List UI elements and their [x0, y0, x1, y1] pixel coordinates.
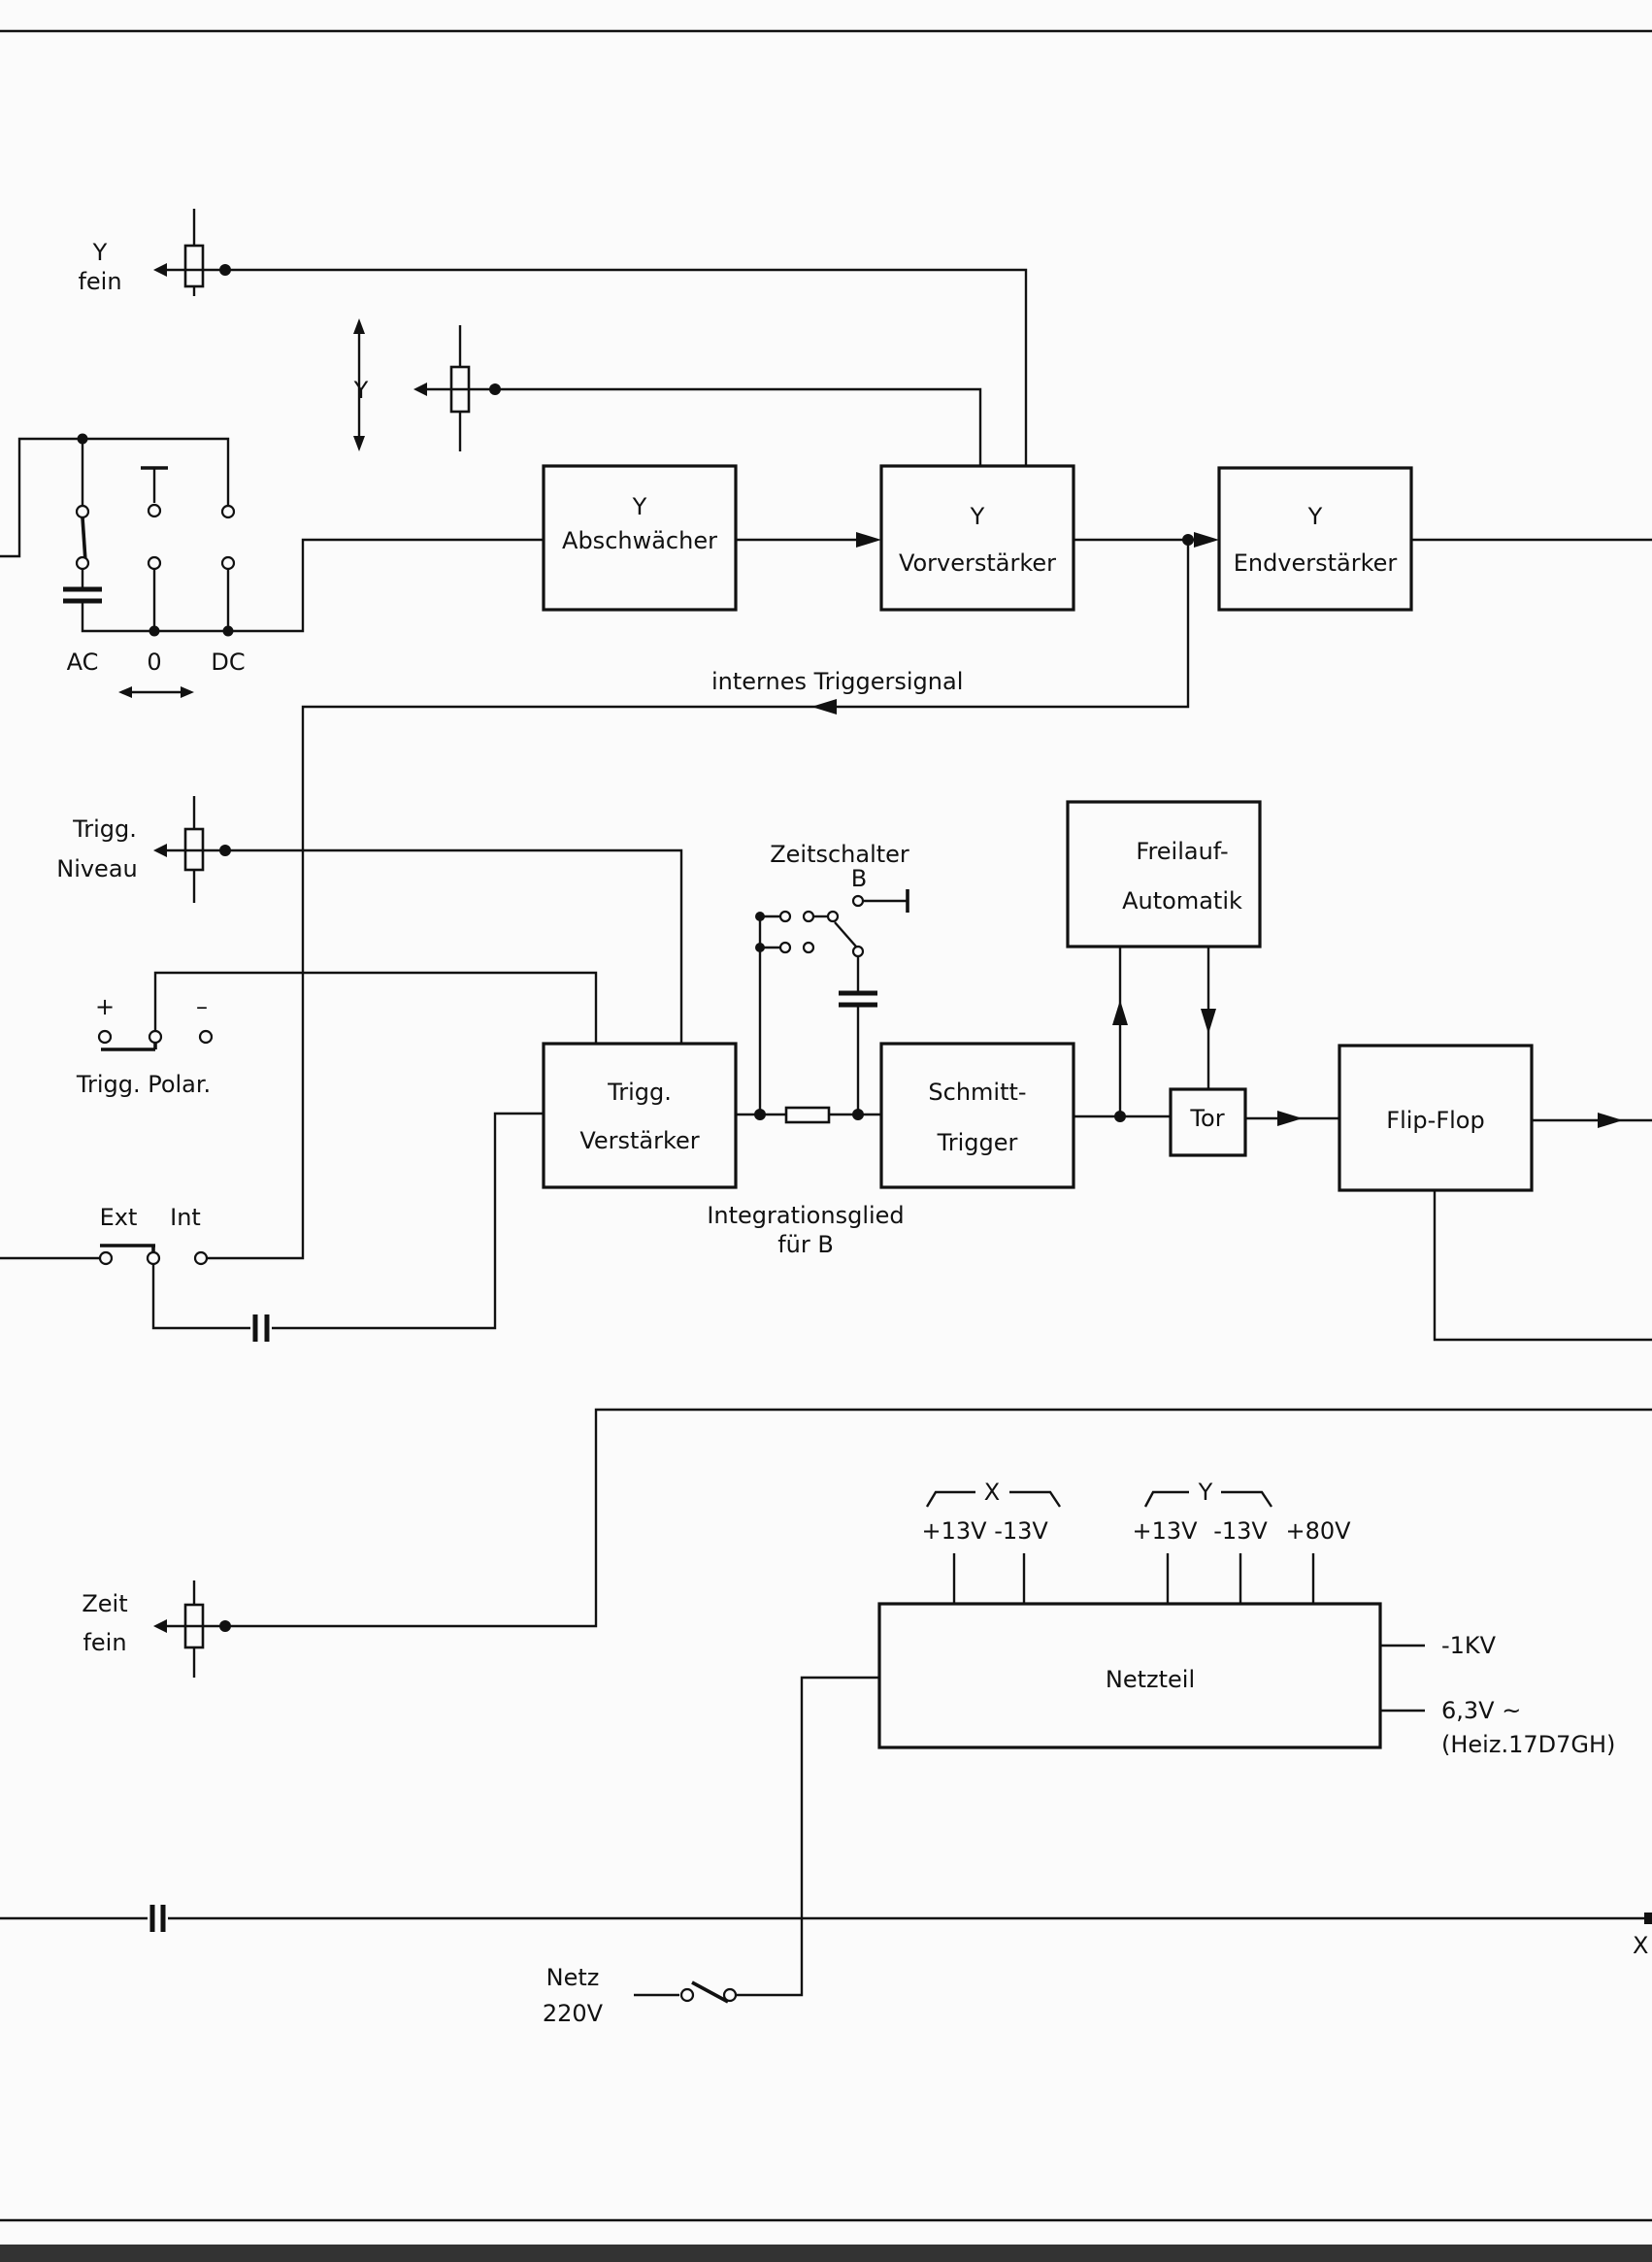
flip-flop-output-arrow [1598, 1113, 1623, 1128]
trigg-polarity-switch [97, 971, 598, 1051]
y-voltage-bracket [1143, 1490, 1272, 1508]
y-fein-label-2: fein [78, 268, 121, 295]
y-position-potentiometer [413, 325, 501, 451]
ext-int-switch [0, 1112, 544, 1342]
y-abschwaecher-label-2: Abschwächer [562, 527, 717, 554]
y-abschwaecher-label-1: Y [632, 493, 647, 520]
y-fein-wire [225, 268, 1028, 466]
dc-label: DC [211, 649, 245, 676]
schmitt-trigger-label-2: Trigger [937, 1129, 1018, 1156]
tor-label: Tor [1189, 1105, 1224, 1132]
zeit-fein-potentiometer [153, 1580, 231, 1678]
integrationsglied-label-1: Integrationsglied [707, 1202, 904, 1229]
input-coupling-switch [0, 433, 544, 698]
zeitschalter-b-switch [755, 889, 909, 1114]
y-vorverstaerker-label-2: Vorverstärker [899, 549, 1056, 577]
heater-label-2: (Heiz.17D7GH) [1441, 1731, 1615, 1758]
integrationsglied [736, 1106, 881, 1124]
tor-box [1169, 1087, 1247, 1157]
y-minus13v-label: -13V [1213, 1517, 1268, 1545]
ext-label: Ext [100, 1204, 138, 1231]
minus-label: – [196, 993, 208, 1020]
supply-rail-wires [952, 1553, 1315, 1604]
internal-trigger-label: internes Triggersignal [711, 668, 963, 695]
trigg-niveau-wire [225, 848, 683, 1044]
x-output-line [0, 1905, 1652, 1932]
y-fein-potentiometer [153, 209, 231, 296]
x-minus13v-label: -13V [994, 1517, 1048, 1545]
y-abschwaecher-box [542, 464, 738, 612]
y-position-wire [495, 387, 982, 466]
freilauf-label-2: Automatik [1122, 887, 1242, 915]
y-vorverstaerker-label-1: Y [970, 503, 985, 530]
y-plus13v-label: +13V [1132, 1517, 1198, 1545]
zero-label: 0 [147, 649, 161, 676]
netz-label-2: 220V [543, 2000, 604, 2027]
trigg-verstaerker-label-1: Trigg. [607, 1079, 672, 1106]
mains-switch [634, 1676, 879, 2004]
ac-label: AC [67, 649, 99, 676]
y-bracket-label: Y [1198, 1479, 1213, 1506]
x-output-label: X [1633, 1932, 1648, 1959]
y-endverstaerker-label-2: Endverstärker [1234, 549, 1398, 577]
bottom-edge-band [0, 2245, 1652, 2262]
trigg-niveau-label-1: Trigg. [72, 815, 137, 843]
y-position-arrows [353, 318, 365, 451]
y-fein-label-1: Y [92, 239, 108, 266]
zeit-fein-label-1: Zeit [82, 1590, 127, 1617]
x-plus13v-label: +13V [921, 1517, 987, 1545]
abschw-to-vorv-arrow [856, 532, 881, 548]
schmitt-trigger-label-1: Schmitt- [928, 1079, 1026, 1106]
freilauf-label-1: Freilauf- [1136, 838, 1228, 865]
plus-label: + [95, 993, 115, 1020]
trigg-verstaerker-label-2: Verstärker [579, 1127, 699, 1154]
flip-flop-label: Flip-Flop [1386, 1107, 1484, 1134]
heater-label-1: 6,3V ~ [1441, 1697, 1521, 1724]
integrationsglied-label-2: für B [777, 1231, 834, 1258]
netzteil-label: Netzteil [1106, 1666, 1195, 1693]
zeitschalter-label-1: Zeitschalter [770, 841, 909, 868]
flip-flop-feedback-wire [1433, 1190, 1652, 1342]
minus1kv-label: -1KV [1441, 1632, 1497, 1659]
y-position-label: Y [353, 377, 369, 404]
tor-to-flipflop-arrow [1277, 1111, 1303, 1126]
zeit-fein-wire [225, 1408, 1652, 1628]
internal-trigger-wire [207, 540, 1190, 1260]
trigg-niveau-potentiometer [153, 796, 231, 903]
internal-trigger-arrow [811, 699, 837, 715]
trigg-verstaerker-box [542, 1042, 738, 1189]
plus80v-label: +80V [1285, 1517, 1351, 1545]
zeitschalter-label-2: B [851, 865, 867, 892]
zeit-fein-label-2: fein [83, 1629, 126, 1656]
schmitt-trigger-box [879, 1042, 1075, 1189]
x-voltage-bracket [925, 1490, 1061, 1508]
x-bracket-label: X [984, 1479, 1000, 1506]
trigg-polar-label: Trigg. Polar. [76, 1071, 211, 1098]
y-endverstaerker-label-1: Y [1307, 503, 1323, 530]
y-vorverstaerker-box [879, 464, 1075, 612]
freilauf-automatik-box [1066, 800, 1262, 948]
vorv-to-endv-arrow [1194, 532, 1219, 548]
netz-label-1: Netz [546, 1964, 600, 1991]
schmitt-to-freilauf-arrow [1112, 1000, 1128, 1025]
netzteil-box [877, 1602, 1382, 1749]
trigg-niveau-label-2: Niveau [56, 855, 138, 882]
int-label: Int [170, 1204, 201, 1231]
flip-flop-box [1338, 1044, 1534, 1192]
y-endverstaerker-box [1217, 466, 1413, 612]
freilauf-to-tor-arrow [1201, 1009, 1216, 1034]
